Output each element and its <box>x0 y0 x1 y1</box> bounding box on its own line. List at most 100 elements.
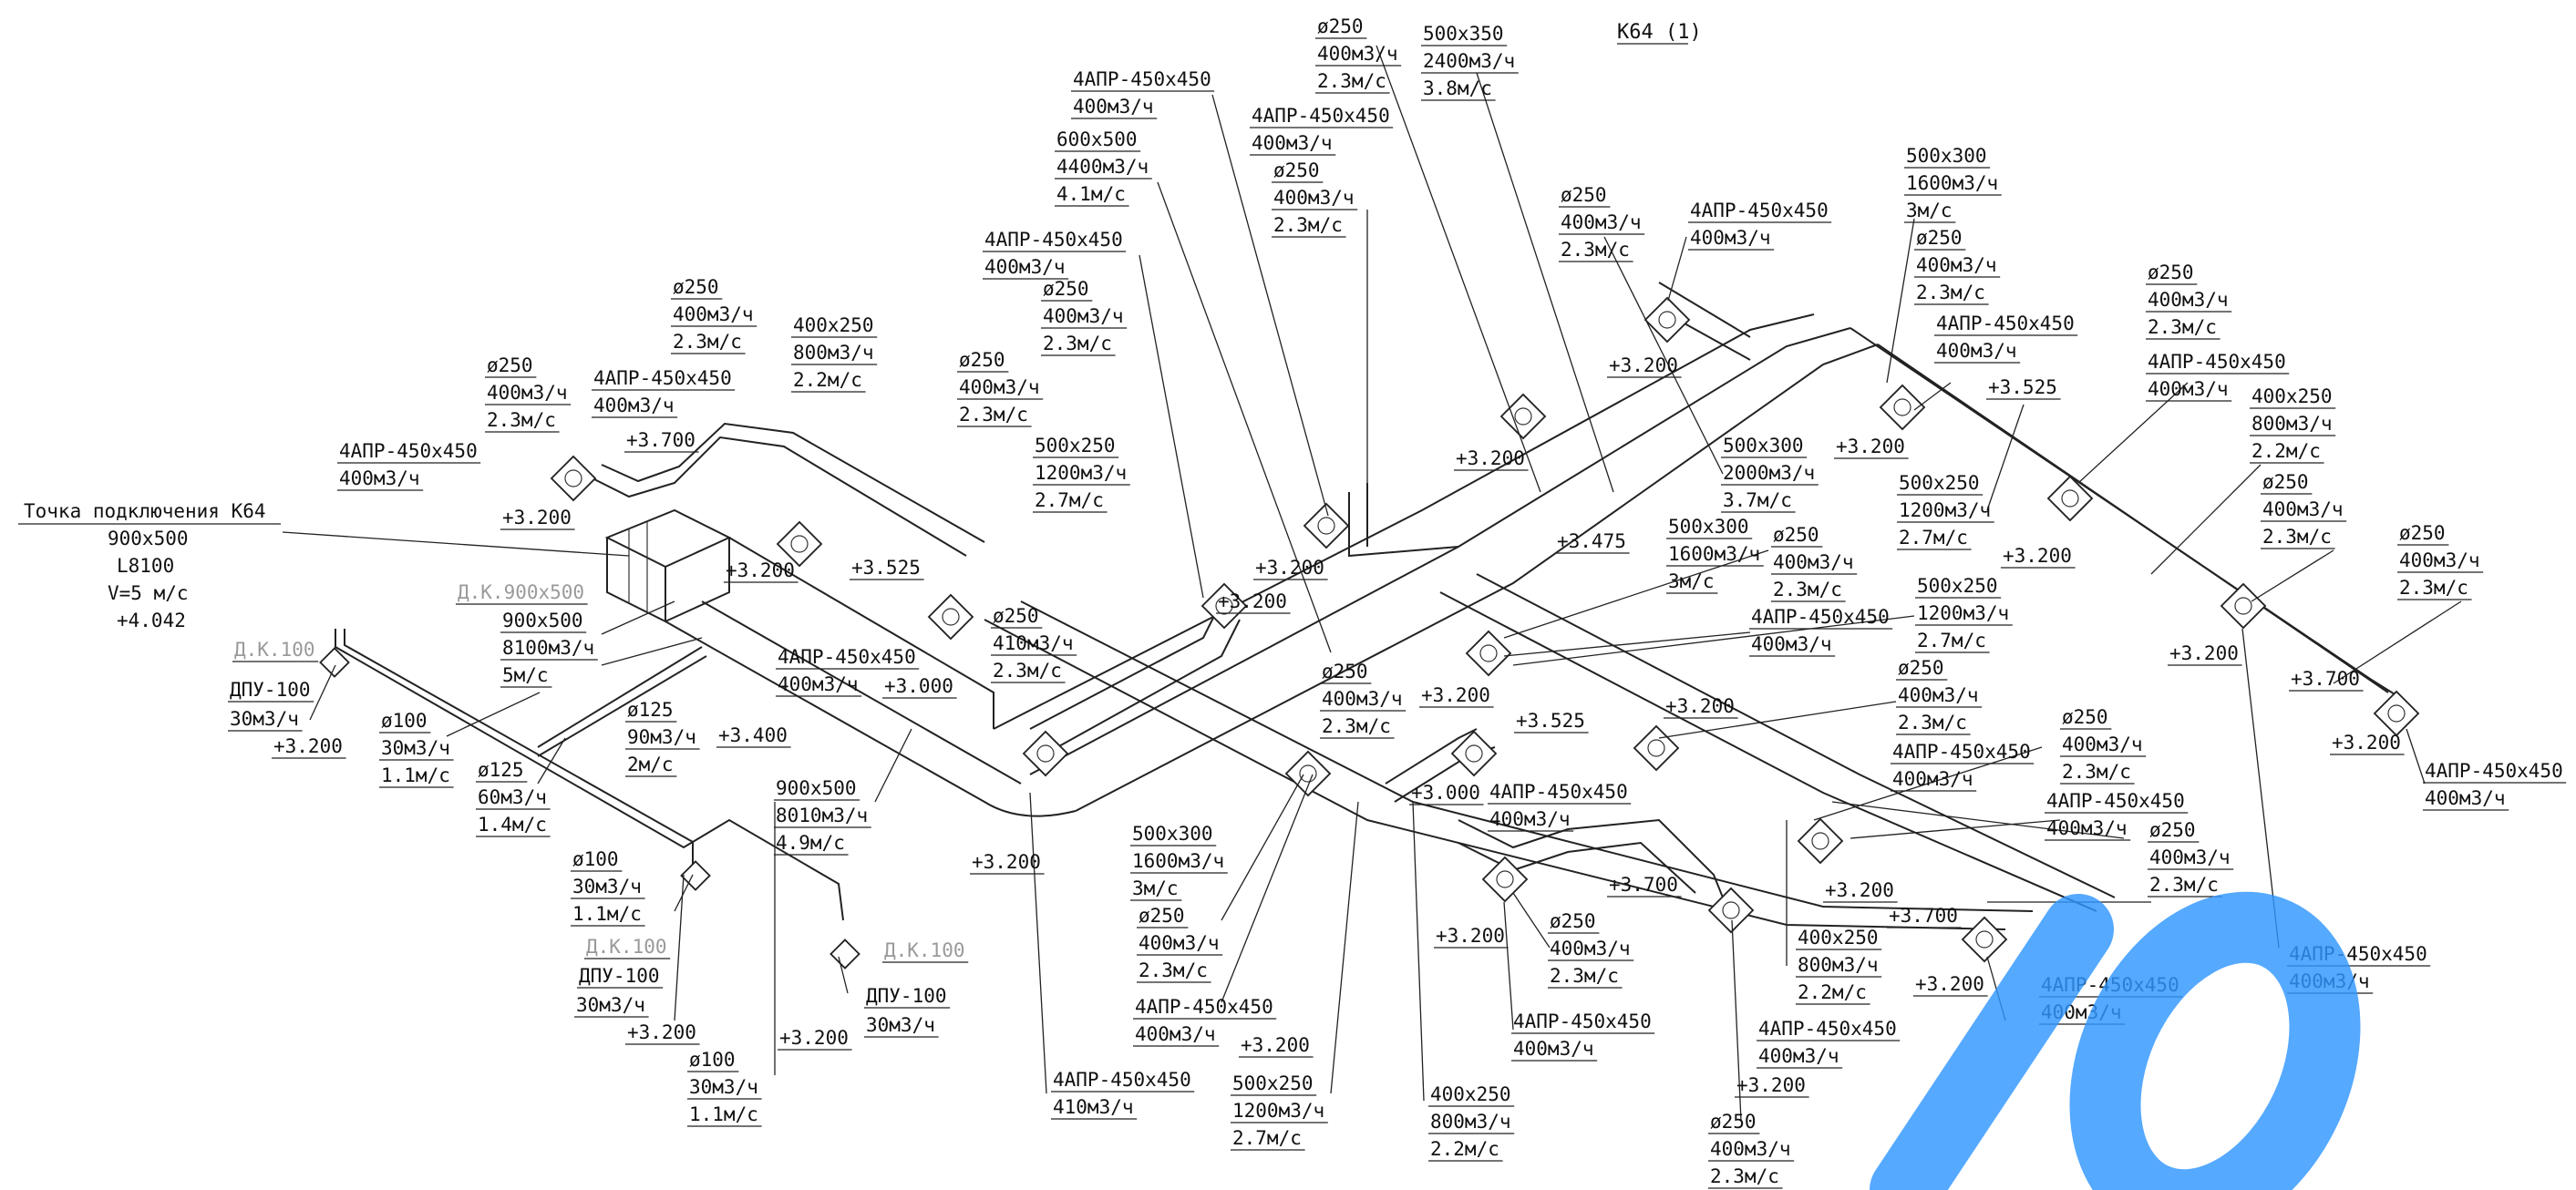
annotation-label: +3.200 <box>1255 557 1324 579</box>
annotation-label: 400м3/ч <box>959 376 1040 398</box>
annotation-label: 1600м3/ч <box>1132 850 1224 872</box>
annotation-label: 800м3/ч <box>793 342 874 364</box>
annotation-label: +3.525 <box>1516 710 1585 732</box>
diffuser-symbol <box>1200 582 1248 630</box>
annotation-label: +3.525 <box>1988 376 2057 398</box>
annotation-label: ø250 <box>1043 278 1089 300</box>
annotation-label: 4АПР-450x450 <box>1758 1018 1897 1040</box>
annotation-label: 400м3/ч <box>2046 817 2128 839</box>
annotation-label: +3.200 <box>1436 925 1505 947</box>
diffuser-symbol <box>1633 724 1680 772</box>
annotation-label: 400x250 <box>1798 927 1879 949</box>
leader-lines <box>282 45 2462 1122</box>
diffuser-symbol <box>927 593 974 641</box>
annotation-label: +3.200 <box>273 735 343 757</box>
annotation-label: 2.3м/с <box>1550 965 1619 987</box>
annotation-label: +3.200 <box>779 1027 849 1049</box>
annotation-label: 1.4м/с <box>478 814 547 836</box>
annotation-label: 400м3/ч <box>1139 932 1220 954</box>
diffuser-symbol <box>1450 730 1498 777</box>
annotation-label: 5м/с <box>502 664 549 686</box>
annotation-label: +3.700 <box>2291 668 2360 690</box>
annotation-label: 4АПР-450x450 <box>2148 351 2286 373</box>
annotation-label: 400м3/ч <box>673 303 754 325</box>
annotation-label: 30м3/ч <box>572 876 642 898</box>
annotation-label: 400м3/ч <box>2148 289 2229 311</box>
annotation-label: +3.200 <box>1736 1074 1806 1096</box>
annotation-label: ø250 <box>1273 159 1320 181</box>
annotation-label: 2.7м/с <box>1035 489 1104 511</box>
annotation-label: ø125 <box>478 759 524 781</box>
annotation-label: 2.7м/с <box>1232 1127 1302 1149</box>
annotation-label: 500x250 <box>1232 1072 1314 1094</box>
annotation-label: 4АПР-450x450 <box>1135 996 1273 1018</box>
annotation-label: 30м3/ч <box>230 708 299 730</box>
annotation-label: 3.7м/с <box>1723 489 1792 511</box>
annotation-label: 1.1м/с <box>381 764 450 786</box>
annotation-label: 2.2м/с <box>1430 1138 1499 1160</box>
annotation-label: 2м/с <box>627 754 674 775</box>
annotation-label: ø250 <box>1773 524 1819 546</box>
annotation-label: ø250 <box>1561 184 1607 206</box>
annotation-label: 400м3/ч <box>1898 684 1979 706</box>
annotation-label: 8010м3/ч <box>776 805 868 826</box>
annotation-label: +3.700 <box>1889 905 1958 927</box>
annotation-label: +3.200 <box>1665 695 1735 717</box>
diffuser-symbol <box>776 520 823 568</box>
annotation-label: 2.3м/с <box>1561 239 1630 261</box>
annotation-label: 500x300 <box>1723 435 1804 457</box>
annotation-label: 400м3/ч <box>1317 43 1398 65</box>
annotation-label: 400м3/ч <box>2148 378 2229 400</box>
annotation-label: 400м3/ч <box>1751 633 1832 655</box>
annotation-label: 4АПР-450x450 <box>984 229 1123 251</box>
annotation-label: 400м3/ч <box>2399 549 2480 571</box>
annotation-label: 1.1м/с <box>689 1103 758 1125</box>
annotation-label: 500x250 <box>1917 575 1998 597</box>
annotation-label: +3.200 <box>2169 642 2239 664</box>
annotation-label: +3.200 <box>1218 590 1287 612</box>
annotation-label: 2.3м/с <box>1273 214 1343 236</box>
annotation-label: 2.3м/с <box>2399 577 2468 599</box>
annotation-label: 2.3м/с <box>2148 316 2217 338</box>
annotation-label: ø250 <box>993 605 1039 627</box>
annotation-label: 2000м3/ч <box>1723 462 1815 484</box>
diffuser-symbol <box>2373 690 2420 737</box>
annotation-label: 410м3/ч <box>1053 1096 1134 1118</box>
annotation-label: 2.3м/с <box>959 404 1028 426</box>
annotation-label: ø250 <box>673 276 719 298</box>
annotation-label: 4АПР-450x450 <box>1936 313 2075 334</box>
annotation-label: +3.200 <box>1456 447 1525 469</box>
annotation-label: 900x500 <box>776 777 857 799</box>
annotation-label: 400м3/ч <box>984 256 1066 278</box>
annotation-label: ø250 <box>487 354 533 376</box>
annotation-label: 900x500 <box>502 610 583 631</box>
annotation-label: 500x350 <box>1423 23 1504 45</box>
annotation-label: 2.3м/с <box>1317 70 1386 92</box>
annotation-label: 4АПР-450x450 <box>1892 741 2031 763</box>
annotation-label: 4.1м/с <box>1056 183 1126 205</box>
annotation-label: 400м3/ч <box>2062 733 2143 755</box>
annotation-label: 4АПР-450x450 <box>593 367 732 389</box>
annotation-label: +3.200 <box>1609 354 1678 376</box>
annotation-label: +3.475 <box>1557 530 1626 552</box>
annotation-label: 4АПР-450x450 <box>778 646 916 668</box>
annotation-label: 400x250 <box>1430 1083 1511 1105</box>
annotation-label: ø250 <box>1898 657 1944 679</box>
diffuser-symbol <box>1022 730 1069 777</box>
annotation-label: +3.200 <box>1915 973 1984 995</box>
annotation-label: 90м3/ч <box>627 726 696 748</box>
annotation-label: 3.8м/с <box>1423 77 1492 99</box>
annotation-label: 4АПР-450x450 <box>1053 1069 1191 1091</box>
connection-title: Точка подключения К64 <box>24 500 266 522</box>
annotation-label: 2400м3/ч <box>1423 50 1515 72</box>
annotation-label: 400м3/ч <box>1690 227 1771 249</box>
annotation-label: 400м3/ч <box>1561 211 1642 233</box>
annotation-label: 3м/с <box>1132 877 1179 899</box>
annotation-label: 400м3/ч <box>1773 551 1854 573</box>
annotation-label: ДПУ-100 <box>866 985 947 1007</box>
annotation-label: +3.200 <box>1241 1034 1310 1056</box>
diffuser-symbol <box>319 647 350 678</box>
annotation-label: 2.2м/с <box>793 369 862 391</box>
annotation-label: 410м3/ч <box>993 632 1074 654</box>
